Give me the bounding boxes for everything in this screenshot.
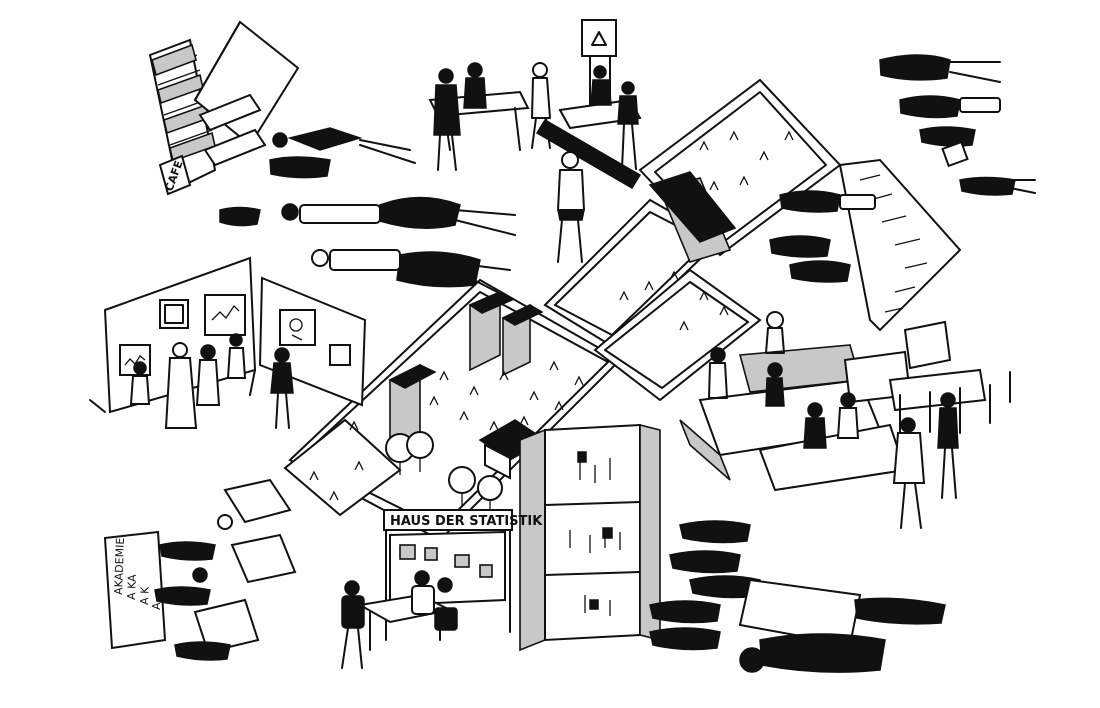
courtyard-chairs bbox=[309, 130, 794, 501]
walking-people-bottom-right bbox=[649, 520, 946, 673]
trees bbox=[385, 431, 503, 512]
seating-steps bbox=[679, 311, 1011, 529]
svg-text:AKADEMIE: AKADEMIE bbox=[112, 537, 127, 595]
walking-people-top-right bbox=[879, 54, 1036, 196]
haus-der-statistik-booth: HAUS DER STATISTIK bbox=[341, 509, 543, 669]
recycling-workshop bbox=[428, 19, 642, 263]
walking-people-top-left bbox=[219, 127, 516, 297]
central-building-complex bbox=[283, 78, 842, 542]
svg-text:A K: A K bbox=[138, 586, 152, 605]
building-towers bbox=[388, 171, 737, 457]
cafe-area: CAFE bbox=[148, 20, 300, 196]
recycling-icon bbox=[591, 31, 607, 46]
exhibition-area bbox=[89, 256, 367, 429]
svg-text:A KA: A KA bbox=[125, 574, 139, 600]
svg-text:A: A bbox=[150, 602, 163, 610]
cutaway-building bbox=[519, 423, 661, 652]
building-sign: HAUS DER STATISTIK bbox=[390, 514, 543, 529]
akademie-classroom: AKADEMIE A KA A K A bbox=[103, 478, 297, 661]
stairs-right bbox=[769, 158, 962, 332]
whiteboard-text: AKADEMIE A KA A K A bbox=[112, 537, 163, 610]
